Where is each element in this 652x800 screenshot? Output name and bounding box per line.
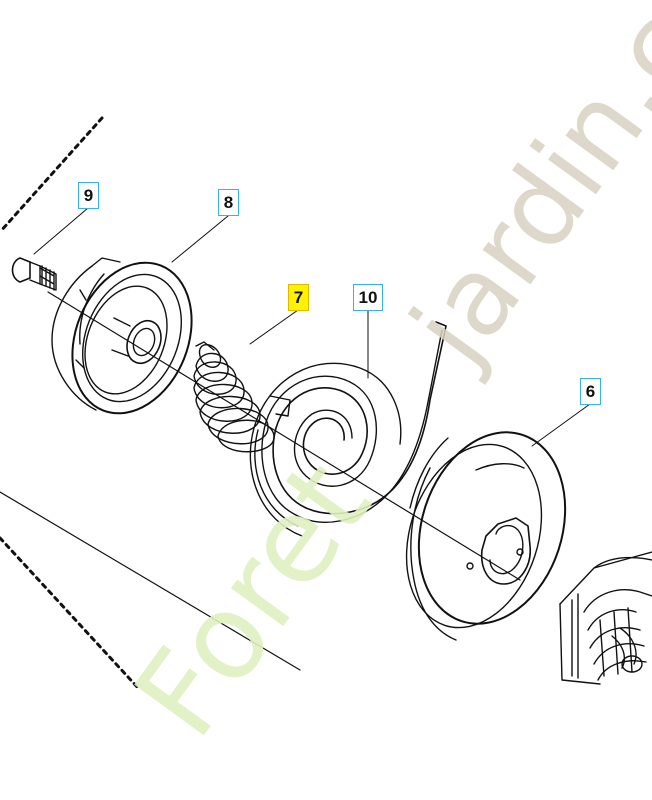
leader-7 <box>249 309 299 345</box>
part-callout-10[interactable]: 10 <box>353 284 383 311</box>
part-callout-7-highlighted[interactable]: 7 <box>288 284 309 311</box>
part-callout-8[interactable]: 8 <box>218 189 239 216</box>
dashed-border-top <box>0 116 104 234</box>
spiral-spring-part-10 <box>249 321 447 537</box>
screw-part-9 <box>11 257 57 291</box>
assembly-axis <box>47 291 521 581</box>
leader-8 <box>171 215 229 263</box>
pulley-hub-part-8 <box>51 257 193 415</box>
starter-housing-partial <box>559 551 652 685</box>
frame-line <box>0 491 301 671</box>
coil-spring-part-7 <box>193 341 291 453</box>
rope-pulley-part-6 <box>405 431 567 641</box>
leader-9 <box>33 207 89 255</box>
part-callout-9[interactable]: 9 <box>78 182 99 209</box>
leader-6 <box>531 403 591 447</box>
part-callout-6[interactable]: 6 <box>580 378 601 405</box>
dashed-border-bottom <box>0 536 142 692</box>
